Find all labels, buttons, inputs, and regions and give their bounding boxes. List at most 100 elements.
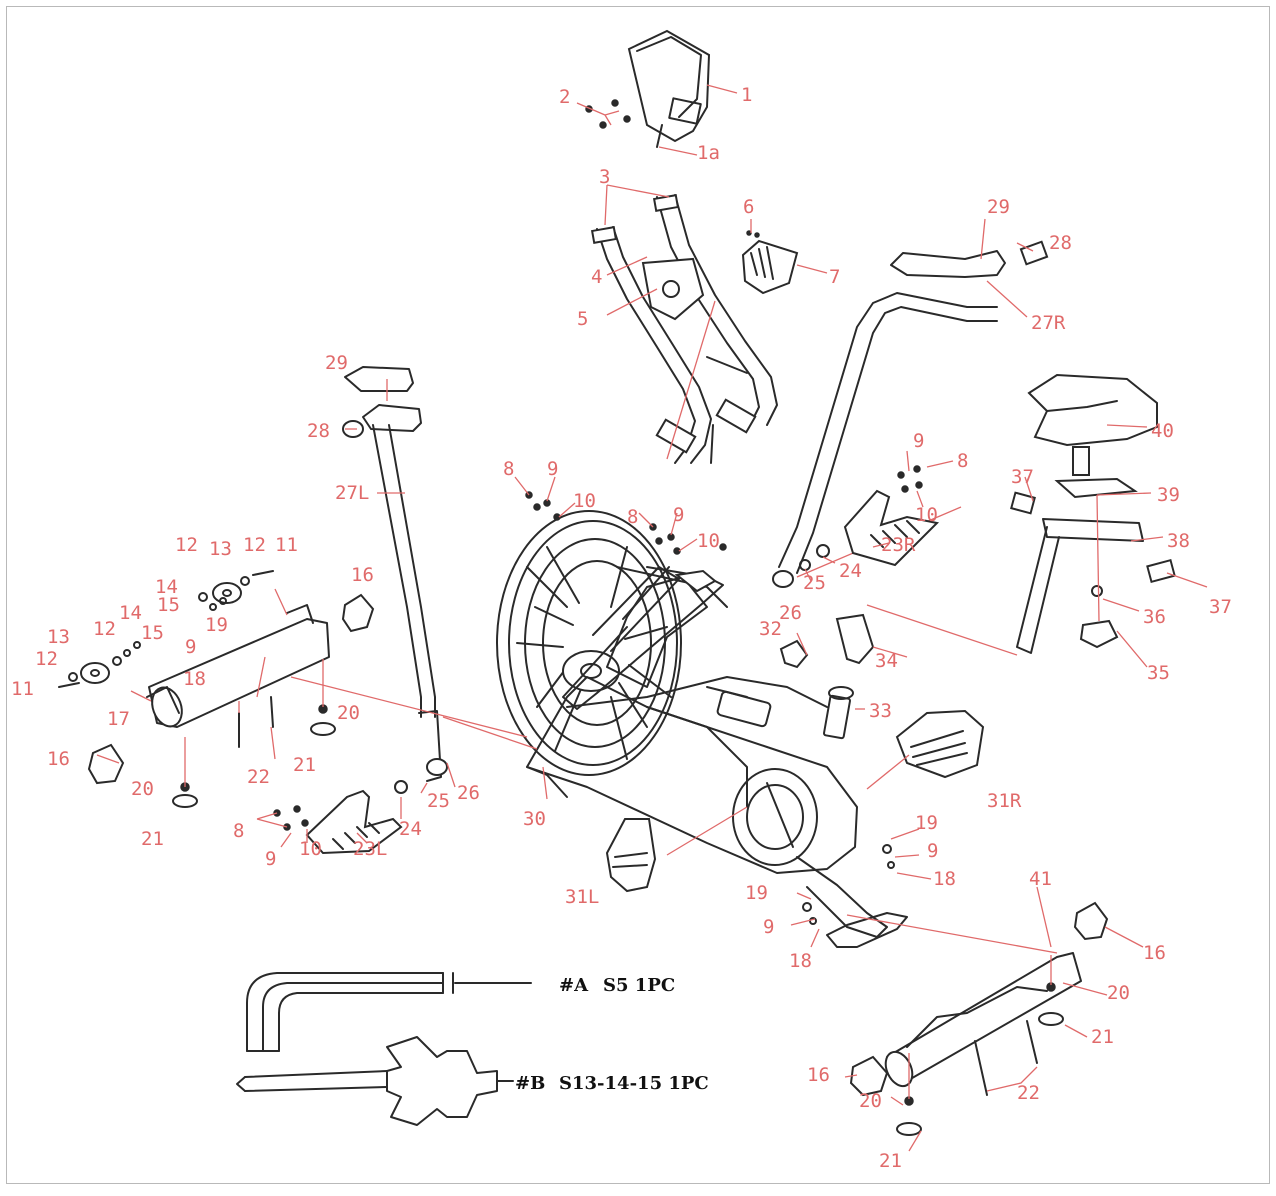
callout-31L: 31L (565, 886, 599, 908)
multi-wrench-tool (236, 1036, 498, 1126)
callout-24: 24 (399, 818, 422, 840)
callout-22: 22 (247, 766, 270, 788)
seat-part (779, 373, 1176, 669)
callout-8: 8 (233, 820, 244, 842)
callout-37: 37 (1011, 466, 1034, 488)
callout-29: 29 (325, 352, 348, 374)
callout-9: 9 (763, 916, 774, 938)
callout-35: 35 (1147, 662, 1170, 684)
callout-17: 17 (107, 708, 130, 730)
callout-9: 9 (265, 848, 276, 870)
callout-28: 28 (1049, 232, 1072, 254)
pedal-right-part (895, 709, 985, 779)
callout-21: 21 (1091, 1026, 1114, 1048)
callout-10: 10 (573, 490, 596, 512)
callout-6: 6 (743, 196, 754, 218)
tool-a-spec: S5 1PC (603, 975, 675, 996)
callout-16: 16 (1143, 942, 1166, 964)
callout-16: 16 (47, 748, 70, 770)
callout-25: 25 (803, 572, 826, 594)
right-handle-arm-part (772, 240, 1049, 588)
allen-key-tool (246, 972, 454, 1052)
callout-20: 20 (131, 778, 154, 800)
callout-24: 24 (839, 560, 862, 582)
callout-18: 18 (183, 668, 206, 690)
callout-30: 30 (523, 808, 546, 830)
callout-41: 41 (1029, 868, 1052, 890)
callout-27R: 27R (1031, 312, 1066, 334)
tool-labels: #A S5 1PC #B S13-14-15 1PC (515, 975, 709, 1094)
callout-21: 21 (141, 828, 164, 850)
exploded-view-sheet: 1 1a 2 3 4 5 6 7 8 9 10 8 9 10 9 8 10 23… (6, 6, 1270, 1184)
callout-21: 21 (879, 1150, 902, 1172)
callout-28: 28 (307, 420, 330, 442)
callout-34: 34 (875, 650, 898, 672)
callout-9: 9 (913, 430, 924, 452)
callout-7: 7 (829, 266, 840, 288)
callout-23R: 23R (881, 534, 916, 556)
callout-10: 10 (299, 838, 322, 860)
callout-12: 12 (243, 534, 266, 556)
callout-labels: 1 1a 2 3 4 5 6 7 8 9 10 8 9 10 9 8 10 23… (11, 84, 1232, 1172)
callout-40: 40 (1151, 420, 1174, 442)
callout-18: 18 (933, 868, 956, 890)
callout-15: 15 (141, 622, 164, 644)
callout-16: 16 (807, 1064, 830, 1086)
callout-27L: 27L (335, 482, 369, 504)
callout-9: 9 (547, 458, 558, 480)
front-stabilizer-part (58, 570, 375, 808)
callout-8: 8 (627, 506, 638, 528)
callout-32: 32 (759, 618, 782, 640)
callout-1a: 1a (697, 142, 720, 164)
callout-9: 9 (185, 636, 196, 658)
front-mast-part (590, 194, 778, 464)
callout-9: 9 (927, 840, 938, 862)
callout-1: 1 (741, 84, 752, 106)
callout-10: 10 (915, 504, 938, 526)
callout-14: 14 (155, 576, 178, 598)
callout-18: 18 (789, 950, 812, 972)
callout-8: 8 (957, 450, 968, 472)
rear-stabilizer-part (802, 844, 1109, 1136)
callout-26: 26 (457, 782, 480, 804)
callout-22: 22 (1017, 1082, 1040, 1104)
callout-38: 38 (1167, 530, 1190, 552)
callout-14: 14 (119, 602, 142, 624)
bottle-holder-part (741, 230, 799, 295)
callout-2: 2 (559, 86, 570, 108)
callout-8: 8 (503, 458, 514, 480)
callout-3: 3 (599, 166, 610, 188)
callout-39: 39 (1157, 484, 1180, 506)
console-part (585, 29, 711, 148)
callout-10: 10 (697, 530, 720, 552)
callout-19: 19 (205, 614, 228, 636)
callout-20: 20 (1107, 982, 1130, 1004)
crank-crossbar-part (562, 566, 724, 710)
callout-12: 12 (175, 534, 198, 556)
callout-13: 13 (47, 626, 70, 648)
callout-21: 21 (293, 754, 316, 776)
callout-5: 5 (577, 308, 588, 330)
callout-9: 9 (673, 504, 684, 526)
callout-25: 25 (427, 790, 450, 812)
callout-19: 19 (745, 882, 768, 904)
callout-12: 12 (35, 648, 58, 670)
callout-33: 33 (869, 700, 892, 722)
callout-20: 20 (859, 1090, 882, 1112)
pedal-left-part (605, 818, 657, 893)
callout-37: 37 (1209, 596, 1232, 618)
callout-19: 19 (915, 812, 938, 834)
callout-31R: 31R (987, 790, 1022, 812)
callout-11: 11 (11, 678, 34, 700)
callout-12: 12 (93, 618, 116, 640)
callout-15: 15 (157, 594, 180, 616)
callout-11: 11 (275, 534, 298, 556)
left-footrest-part (273, 780, 408, 855)
callout-26: 26 (779, 602, 802, 624)
callout-36: 36 (1143, 606, 1166, 628)
main-frame-part (526, 566, 888, 938)
callout-13: 13 (209, 538, 232, 560)
tool-a-label: #A (559, 975, 589, 996)
fan-wheel-part (496, 510, 682, 776)
callout-20: 20 (337, 702, 360, 724)
